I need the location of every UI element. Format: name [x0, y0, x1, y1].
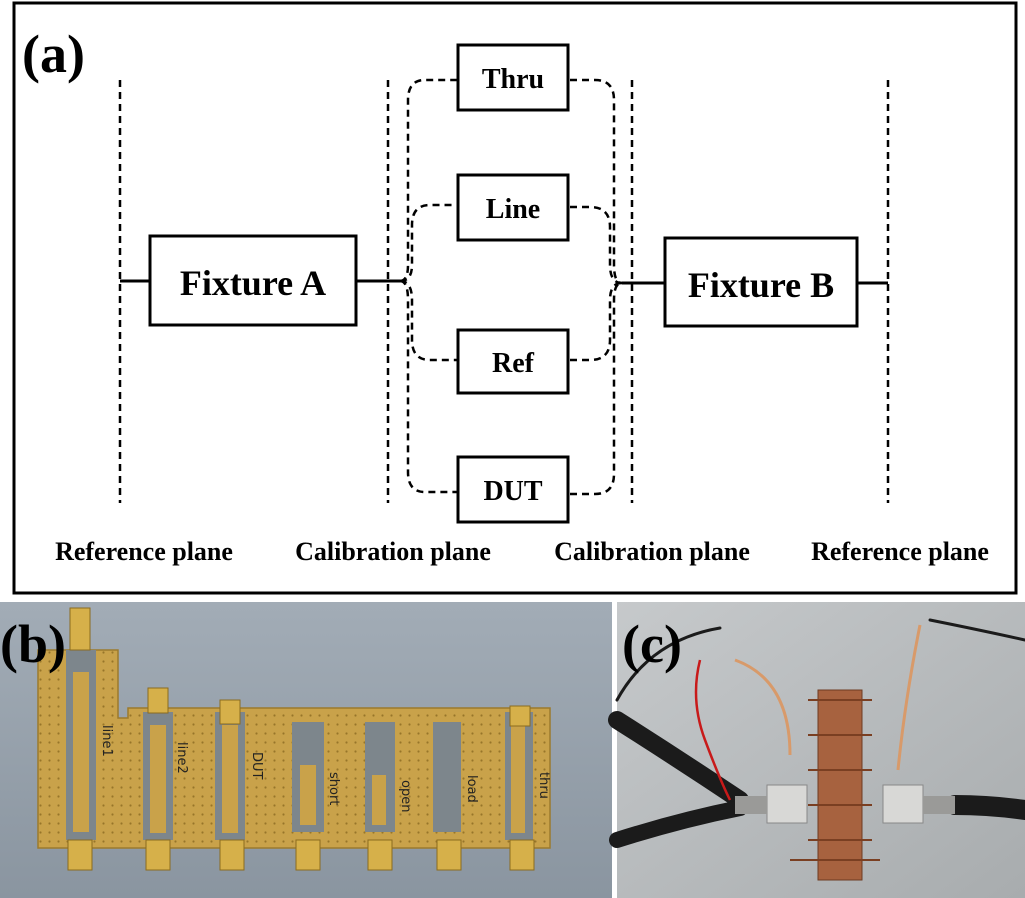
board-labels: line1 line2 DUT short open load thru — [99, 725, 551, 812]
plane-labels: Reference plane Calibration plane Calibr… — [55, 537, 989, 566]
fixture-a-label: Fixture A — [180, 263, 326, 303]
reference-plane-left-label: Reference plane — [55, 537, 233, 566]
adapter-left — [766, 784, 808, 824]
board-label-load: load — [464, 775, 479, 803]
standards: Thru Line Ref DUT — [456, 43, 570, 524]
panel-a: (a) Fixture A Fixture B — [12, 1, 1018, 595]
adapter-right — [882, 784, 924, 824]
board-label-line1: line1 — [99, 725, 114, 757]
board-label-thru: thru — [536, 772, 551, 799]
panel-c-label: (c) — [622, 614, 682, 674]
calibration-plane-right-label: Calibration plane — [554, 537, 750, 566]
standard-connectors — [399, 78, 623, 496]
feed-cables — [734, 624, 922, 771]
standard-dut-label: DUT — [483, 476, 542, 507]
standard-thru-label: Thru — [482, 64, 544, 95]
reference-plane-right-label: Reference plane — [811, 537, 989, 566]
board-lines — [790, 699, 880, 861]
standard-dut-box — [456, 455, 570, 524]
panel-b-label: (b) — [0, 614, 66, 674]
plane-lines — [118, 80, 890, 503]
standard-ref-box — [456, 328, 570, 395]
sma-connectors — [67, 607, 535, 871]
standard-line-box — [456, 173, 570, 242]
fixture-a: Fixture A — [120, 234, 400, 327]
panel-c: (c) — [608, 602, 1025, 898]
fixture-b: Fixture B — [622, 236, 888, 328]
standard-ref-label: Ref — [492, 348, 535, 379]
red-probe-wire — [694, 659, 732, 801]
panel-a-label: (a) — [22, 24, 85, 84]
board-label-dut: DUT — [249, 752, 264, 780]
standard-line-label: Line — [486, 194, 540, 225]
fixture-b-label: Fixture B — [688, 265, 834, 305]
copper-board — [817, 689, 863, 881]
standard-thru-box — [456, 43, 570, 112]
calibration-plane-left-label: Calibration plane — [295, 537, 491, 566]
board-traces — [66, 650, 533, 840]
board-label-line2: line2 — [174, 742, 189, 774]
fixture-b-box — [663, 236, 859, 328]
board-label-open: open — [398, 780, 413, 812]
panel-b: line1 line2 DUT short open load thru (b) — [0, 602, 612, 898]
board-label-short: short — [326, 772, 341, 805]
